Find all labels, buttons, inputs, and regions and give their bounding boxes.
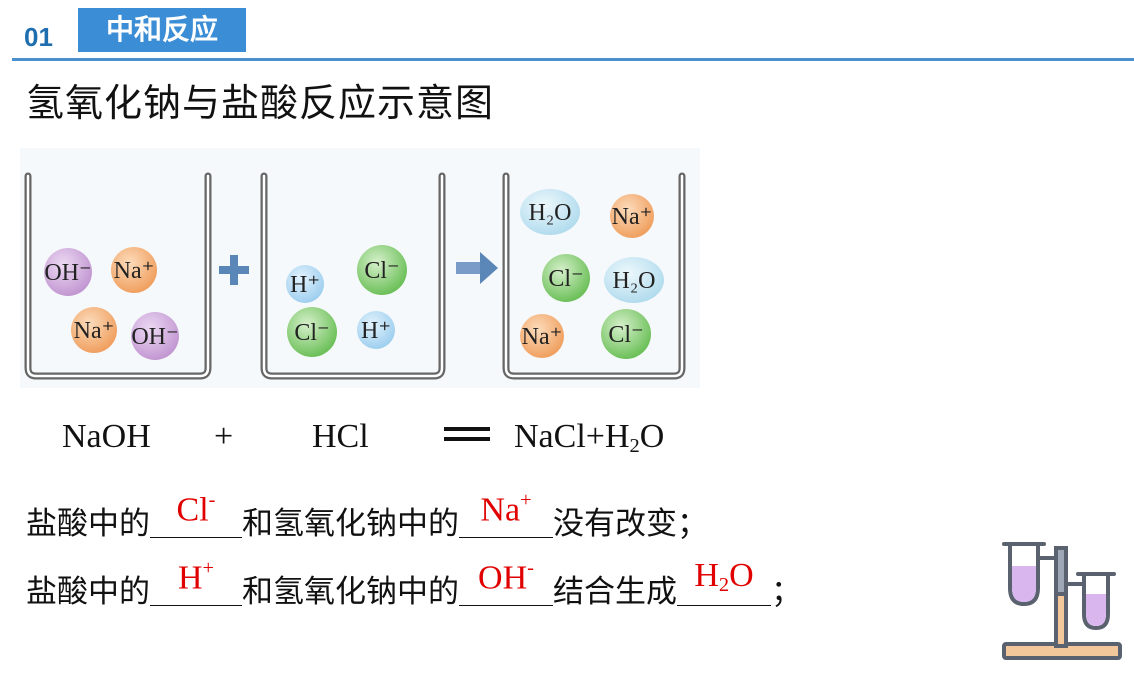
blank-answer-oh: OH- xyxy=(459,557,553,606)
section-label: 中和反应 xyxy=(78,8,246,52)
svg-text:Na⁺: Na⁺ xyxy=(612,204,653,230)
ion-cl: Cl⁻ xyxy=(287,307,337,357)
svg-text:Cl⁻: Cl⁻ xyxy=(294,320,329,346)
molecule-h2o: H₂O xyxy=(604,257,664,303)
svg-text:Cl⁻: Cl⁻ xyxy=(548,266,583,292)
header-rule xyxy=(12,58,1134,61)
text: 和氢氧化钠中的 xyxy=(242,574,459,610)
text: 和氢氧化钠中的 xyxy=(242,506,459,542)
equation-reactant-naoh: NaOH xyxy=(62,418,151,455)
ion-na: Na⁺ xyxy=(111,247,157,293)
svg-text:Cl⁻: Cl⁻ xyxy=(364,258,399,284)
beaker-hcl: H⁺ Cl⁻ Cl⁻ H⁺ xyxy=(260,172,446,380)
ion-h: H⁺ xyxy=(357,311,395,349)
text: 没有改变； xyxy=(553,506,708,542)
blank-answer-cl: Cl- xyxy=(150,489,242,538)
blank-answer-na: Na+ xyxy=(459,489,553,538)
reaction-diagram: OH⁻ Na⁺ Na⁺ OH⁻ H⁺ Cl⁻ Cl⁻ H⁺ H₂ xyxy=(20,148,700,388)
blank-answer-h2o: H2O xyxy=(677,557,771,606)
page-title: 氢氧化钠与盐酸反应示意图 xyxy=(26,81,495,125)
beaker-naoh: OH⁻ Na⁺ Na⁺ OH⁻ xyxy=(24,172,212,380)
ion-oh: OH⁻ xyxy=(44,248,92,296)
ion-cl: Cl⁻ xyxy=(357,245,407,295)
text: 盐酸中的 xyxy=(26,574,150,610)
blank-answer-h: H+ xyxy=(150,557,242,606)
equation-products: NaCl+H2O xyxy=(514,418,665,458)
molecule-h2o: H₂O xyxy=(520,189,580,235)
plus-icon xyxy=(219,255,249,285)
svg-text:H₂O: H₂O xyxy=(528,200,571,226)
equation-reactant-hcl: HCl xyxy=(312,418,369,455)
ion-h: H⁺ xyxy=(286,265,324,303)
arrow-right-icon xyxy=(456,252,498,284)
text: ； xyxy=(771,574,802,610)
text: 盐酸中的 xyxy=(26,506,150,542)
equation-plus: + xyxy=(214,418,234,455)
ion-na: Na⁺ xyxy=(520,314,564,358)
section-number: 01 xyxy=(24,22,53,52)
svg-text:H⁺: H⁺ xyxy=(290,272,320,298)
ion-cl: Cl⁻ xyxy=(542,254,590,302)
svg-text:Cl⁻: Cl⁻ xyxy=(608,322,643,348)
svg-text:Na⁺: Na⁺ xyxy=(522,324,563,350)
beaker-products: H₂O Na⁺ Cl⁻ H₂O Na⁺ Cl⁻ xyxy=(502,172,686,380)
ion-na: Na⁺ xyxy=(71,307,117,353)
svg-text:Na⁺: Na⁺ xyxy=(74,318,115,344)
equation-equals xyxy=(444,427,490,445)
ion-na: Na⁺ xyxy=(610,194,654,238)
ion-oh: OH⁻ xyxy=(131,312,179,360)
svg-text:Na⁺: Na⁺ xyxy=(114,258,155,284)
svg-text:OH⁻: OH⁻ xyxy=(131,324,178,350)
svg-text:OH⁻: OH⁻ xyxy=(44,260,91,286)
svg-text:H⁺: H⁺ xyxy=(361,318,391,344)
lab-test-tube-stand-icon xyxy=(998,534,1126,664)
ion-cl: Cl⁻ xyxy=(601,309,651,359)
svg-text:H₂O: H₂O xyxy=(612,268,655,294)
text: 结合生成 xyxy=(553,574,677,610)
